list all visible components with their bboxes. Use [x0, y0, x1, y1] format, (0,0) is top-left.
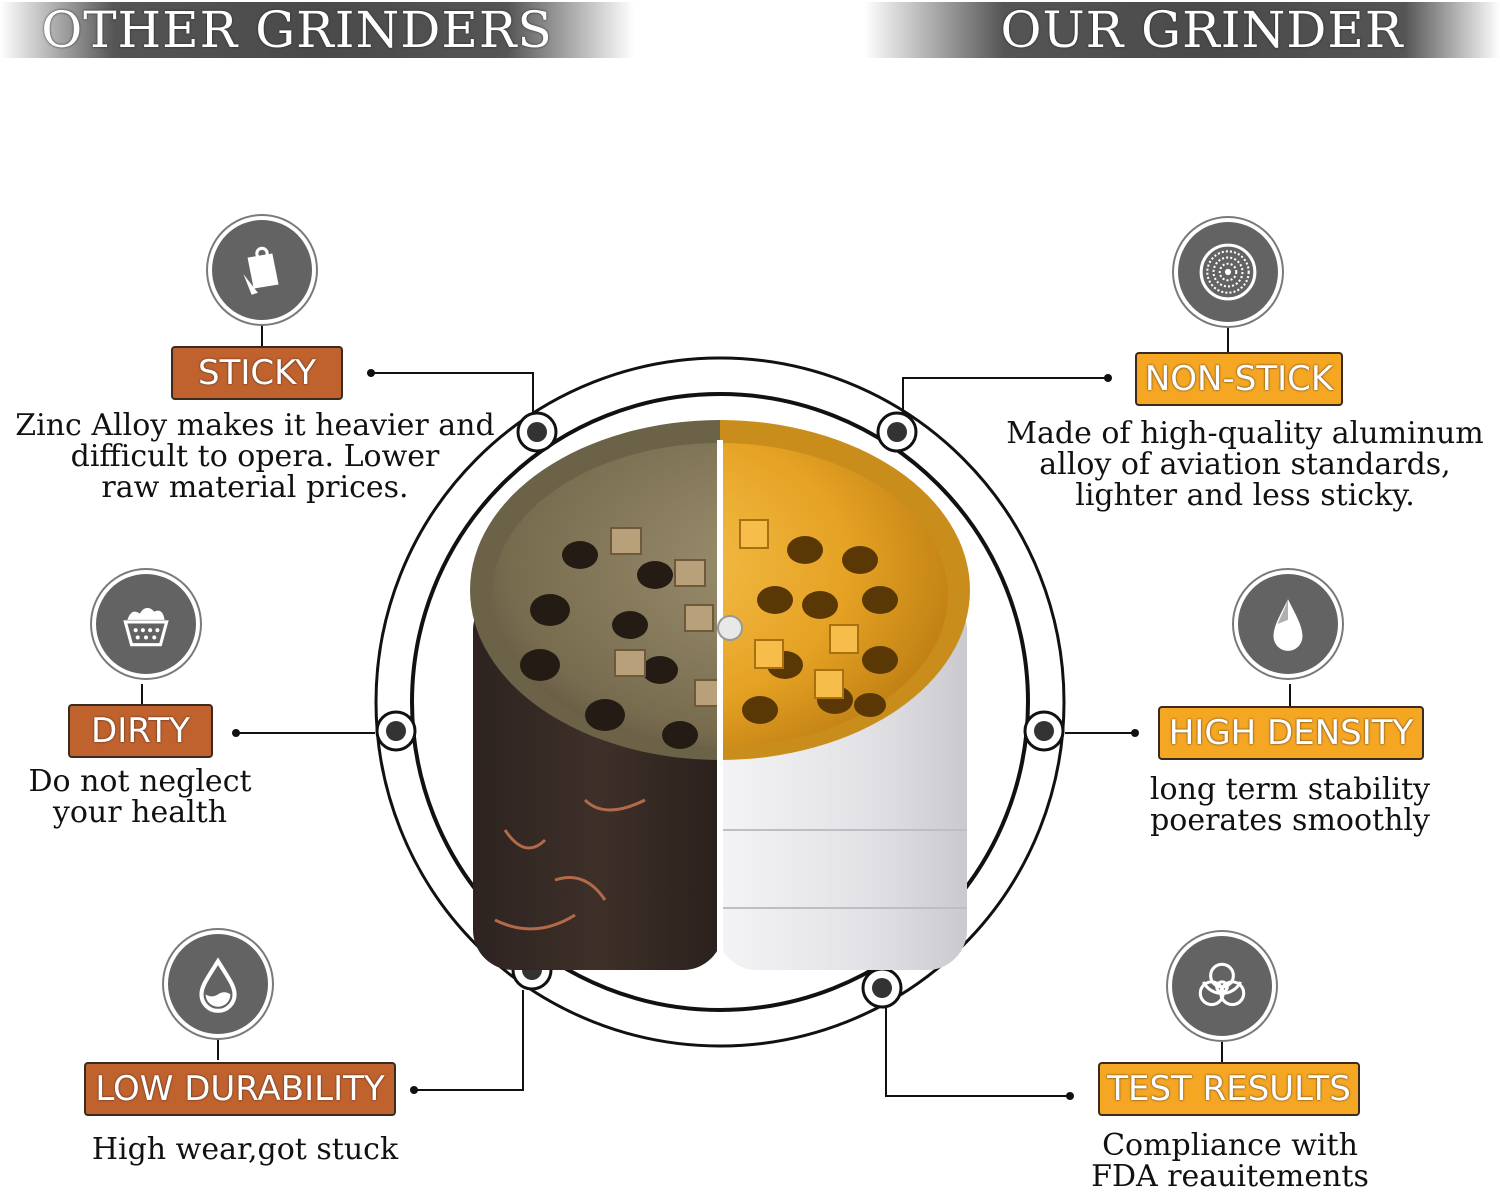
inner-ring: [410, 392, 1030, 1012]
test-results-label: TEST RESULTS: [1098, 1062, 1360, 1116]
dirty-icon-badge: [96, 574, 196, 674]
biohazard-icon: [1198, 962, 1246, 1007]
header-other-grinders: OTHER GRINDERS: [0, 2, 634, 58]
test-results-description: Compliance with FDA reauitements: [1091, 1128, 1369, 1194]
low-durability-icon-badge: [168, 934, 268, 1034]
non-stick-icon-badge: [1178, 222, 1278, 322]
high-density-icon-badge: [1238, 574, 1338, 674]
sticky-description: Zinc Alloy makes it heavier and difficul…: [15, 408, 495, 505]
gold-grinder-half: [720, 420, 970, 970]
water-drop-icon: [199, 957, 237, 1013]
density-drop-icon: [1273, 599, 1303, 651]
sticky-note-icon: [243, 246, 279, 295]
non-stick-description: Made of high-quality aluminum alloy of a…: [1006, 416, 1484, 513]
grinder-comparison-image: [470, 420, 970, 970]
low-durability-label: LOW DURABILITY: [84, 1062, 396, 1116]
outer-ring: [374, 356, 1066, 1048]
header-our-grinder: OUR GRINDER: [864, 2, 1500, 58]
mesh-disc-icon: [1199, 243, 1257, 301]
high-density-label: HIGH DENSITY: [1158, 706, 1424, 760]
dirty-description: Do not neglect your health: [28, 764, 252, 830]
dirty-label: DIRTY: [68, 704, 213, 758]
sticky-label: STICKY: [171, 346, 343, 400]
high-density-description: long term stability poerates smoothly: [1149, 772, 1431, 838]
non-stick-label: NON-STICK: [1135, 352, 1343, 406]
low-durability-description: High wear,got stuck: [91, 1132, 399, 1167]
test-results-icon-badge: [1172, 936, 1272, 1036]
dirty-grinder-half: [470, 420, 720, 970]
dirty-basket-icon: [123, 607, 169, 647]
sticky-icon-badge: [212, 220, 312, 320]
